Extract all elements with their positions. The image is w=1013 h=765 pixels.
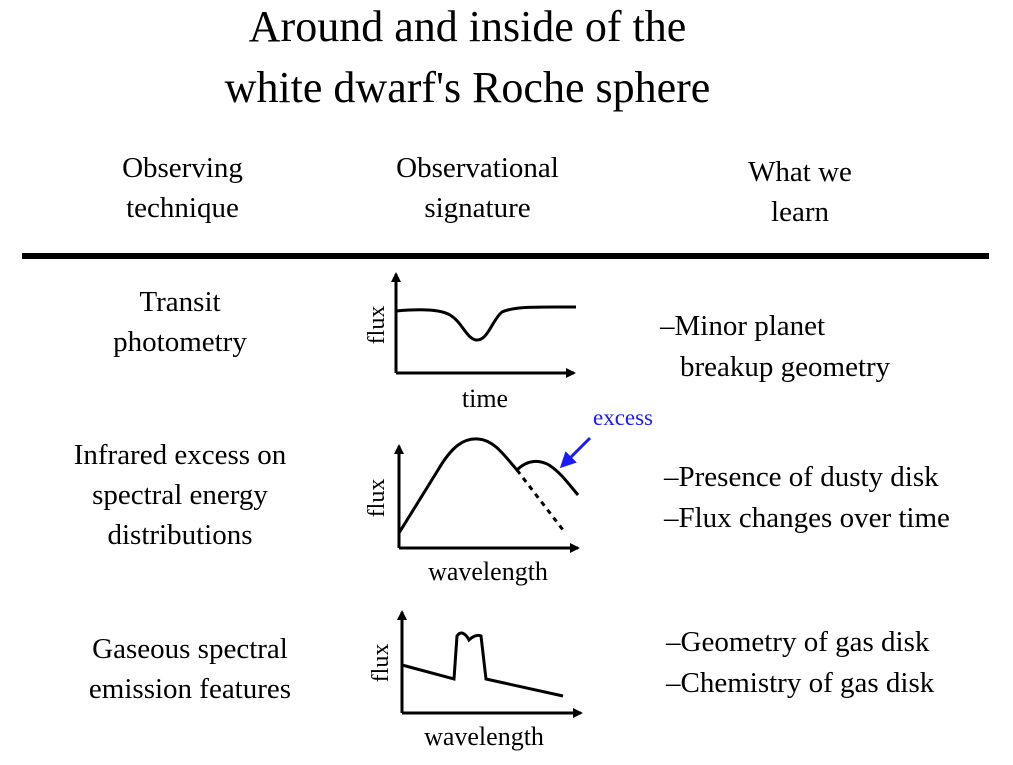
header-signature-line-2: signature: [424, 192, 531, 224]
learn-item: –Chemistry of gas disk: [666, 667, 935, 699]
technique-transit-photometry: Transit photometry: [70, 282, 290, 362]
learn-item: breakup geometry: [680, 351, 891, 383]
technique-gaseous-emission: Gaseous spectral emission features: [60, 629, 320, 709]
excess-arrow: [559, 436, 592, 469]
learn-item: –Flux changes over time: [664, 502, 950, 534]
technique-line: Infrared excess on: [73, 439, 287, 471]
learn-item: –Minor planet: [660, 310, 826, 342]
transit-light-curve: [395, 305, 577, 342]
learn-item: –Presence of dusty disk: [664, 461, 939, 493]
technique-line: spectral energy: [92, 479, 268, 511]
header-technique-line-2: technique: [126, 192, 239, 224]
excess-label: excess: [593, 405, 653, 430]
sed-xlabel: wavelength: [428, 557, 548, 586]
header-technique-line-1: Observing: [122, 152, 243, 184]
header-observational-signature: Observational signature: [365, 148, 590, 228]
transit-xlabel: time: [462, 384, 508, 413]
header-signature-line-1: Observational: [396, 152, 559, 184]
learn-gaseous: –Geometry of gas disk –Chemistry of gas …: [666, 622, 934, 704]
sed-plot: excess flux wavelength: [364, 405, 653, 586]
sed-curve: [397, 437, 580, 534]
learn-item: –Geometry of gas disk: [666, 626, 930, 658]
emission-plot: flux wavelength: [368, 610, 583, 751]
transit-plot: flux time: [364, 272, 577, 413]
header-learn-line-1: What we: [748, 156, 852, 188]
header-learn-line-2: learn: [771, 196, 829, 228]
header-divider: [22, 253, 989, 259]
learn-infrared: –Presence of dusty disk –Flux changes ov…: [664, 457, 950, 539]
transit-ylabel: flux: [364, 306, 390, 345]
learn-transit: –Minor planet breakup geometry: [660, 306, 890, 388]
emission-ylabel: flux: [368, 644, 394, 683]
header-what-we-learn: What we learn: [710, 152, 890, 232]
header-observing-technique: Observing technique: [80, 148, 285, 228]
slide-title-line-2: white dwarf's Roche sphere: [224, 63, 711, 112]
sed-ylabel: flux: [364, 479, 390, 518]
technique-line: distributions: [107, 519, 253, 551]
sed-photosphere-extrapolation: [515, 469, 565, 531]
technique-infrared-excess: Infrared excess on spectral energy distr…: [50, 435, 310, 555]
technique-line: emission features: [88, 673, 292, 705]
technique-line: Transit: [139, 286, 221, 318]
technique-line: Gaseous spectral: [92, 633, 288, 665]
emission-spectrum: [401, 631, 564, 698]
slide-title-line-1: Around and inside of the: [248, 2, 687, 51]
technique-line: photometry: [113, 326, 247, 358]
emission-xlabel: wavelength: [424, 722, 544, 751]
